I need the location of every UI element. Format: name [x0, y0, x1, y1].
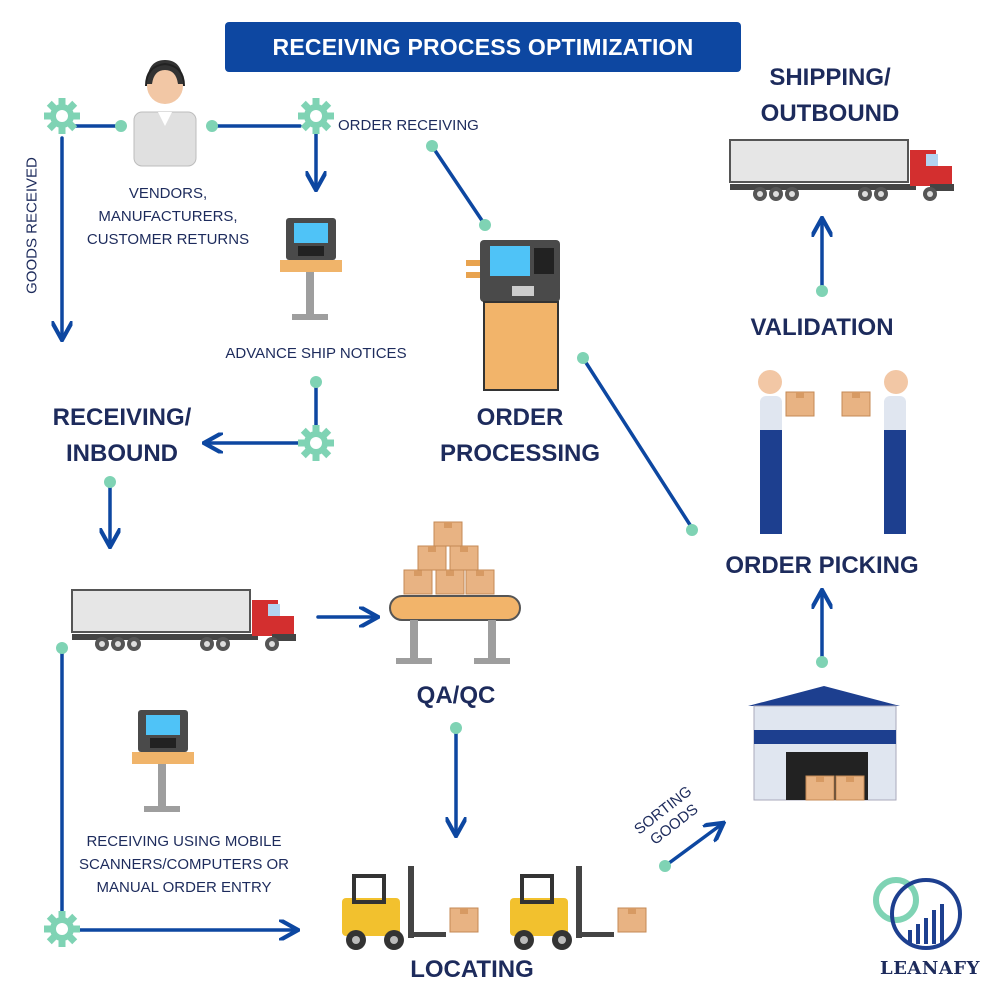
shipping-truck-icon — [729, 139, 955, 202]
order-processing-label: ORDER PROCESSING — [420, 400, 620, 472]
gear-icon — [298, 98, 334, 134]
advance-ship-notices-label: ADVANCE SHIP NOTICES — [225, 345, 407, 362]
leanafy-logo — [873, 877, 962, 950]
locating-label: LOCATING — [410, 956, 534, 983]
mobile-scanner-terminal-icon — [132, 710, 194, 812]
goods-received-label: GOODS RECEIVED — [23, 157, 41, 294]
mobile-line-1: RECEIVING USING MOBILE — [86, 833, 282, 850]
receiving-line-2: INBOUND — [66, 440, 178, 467]
mobile-line-3: MANUAL ORDER ENTRY — [96, 879, 272, 896]
order-processing-terminal-icon — [466, 240, 560, 391]
vendors-line-2: MANUFACTURERS, — [98, 208, 238, 225]
gear-icon — [298, 425, 334, 461]
brand-name: LEANAFY — [880, 958, 980, 979]
qaqc-label: QA/QC — [416, 682, 496, 709]
receiving-label: RECEIVING/ INBOUND — [22, 400, 222, 472]
forklift-icon — [340, 864, 448, 952]
forklift-icon — [508, 864, 616, 952]
order-receiving-label: ORDER RECEIVING — [338, 117, 479, 134]
vendors-label: VENDORS, MANUFACTURERS, CUSTOMER RETURNS — [70, 182, 266, 251]
mobile-scanners-label: RECEIVING USING MOBILE SCANNERS/COMPUTER… — [62, 830, 306, 899]
workers-icon — [758, 370, 908, 534]
shipping-line-1: SHIPPING/ — [769, 64, 891, 91]
gear-icon — [44, 98, 80, 134]
computer-terminal-icon — [280, 218, 342, 320]
receiving-truck-icon — [71, 589, 297, 652]
shipping-line-2: OUTBOUND — [760, 100, 900, 127]
title-banner: RECEIVING PROCESS OPTIMIZATION — [225, 22, 741, 72]
shipping-label: SHIPPING/ OUTBOUND — [740, 60, 920, 132]
vendors-line-3: CUSTOMER RETURNS — [86, 231, 250, 248]
vendors-line-1: VENDORS, — [128, 185, 208, 202]
warehouse-icon — [748, 686, 900, 801]
gear-icon — [44, 911, 80, 947]
order-processing-line-1: ORDER — [476, 404, 564, 431]
receiving-line-1: RECEIVING/ — [52, 404, 192, 431]
customer-service-icon — [133, 60, 197, 167]
conveyor-belt-icon — [389, 521, 521, 664]
order-picking-label: ORDER PICKING — [725, 552, 919, 579]
mobile-line-2: SCANNERS/COMPUTERS OR — [78, 856, 290, 873]
validation-label: VALIDATION — [750, 314, 894, 341]
page-title: RECEIVING PROCESS OPTIMIZATION — [272, 33, 694, 60]
order-processing-line-2: PROCESSING — [439, 440, 601, 467]
